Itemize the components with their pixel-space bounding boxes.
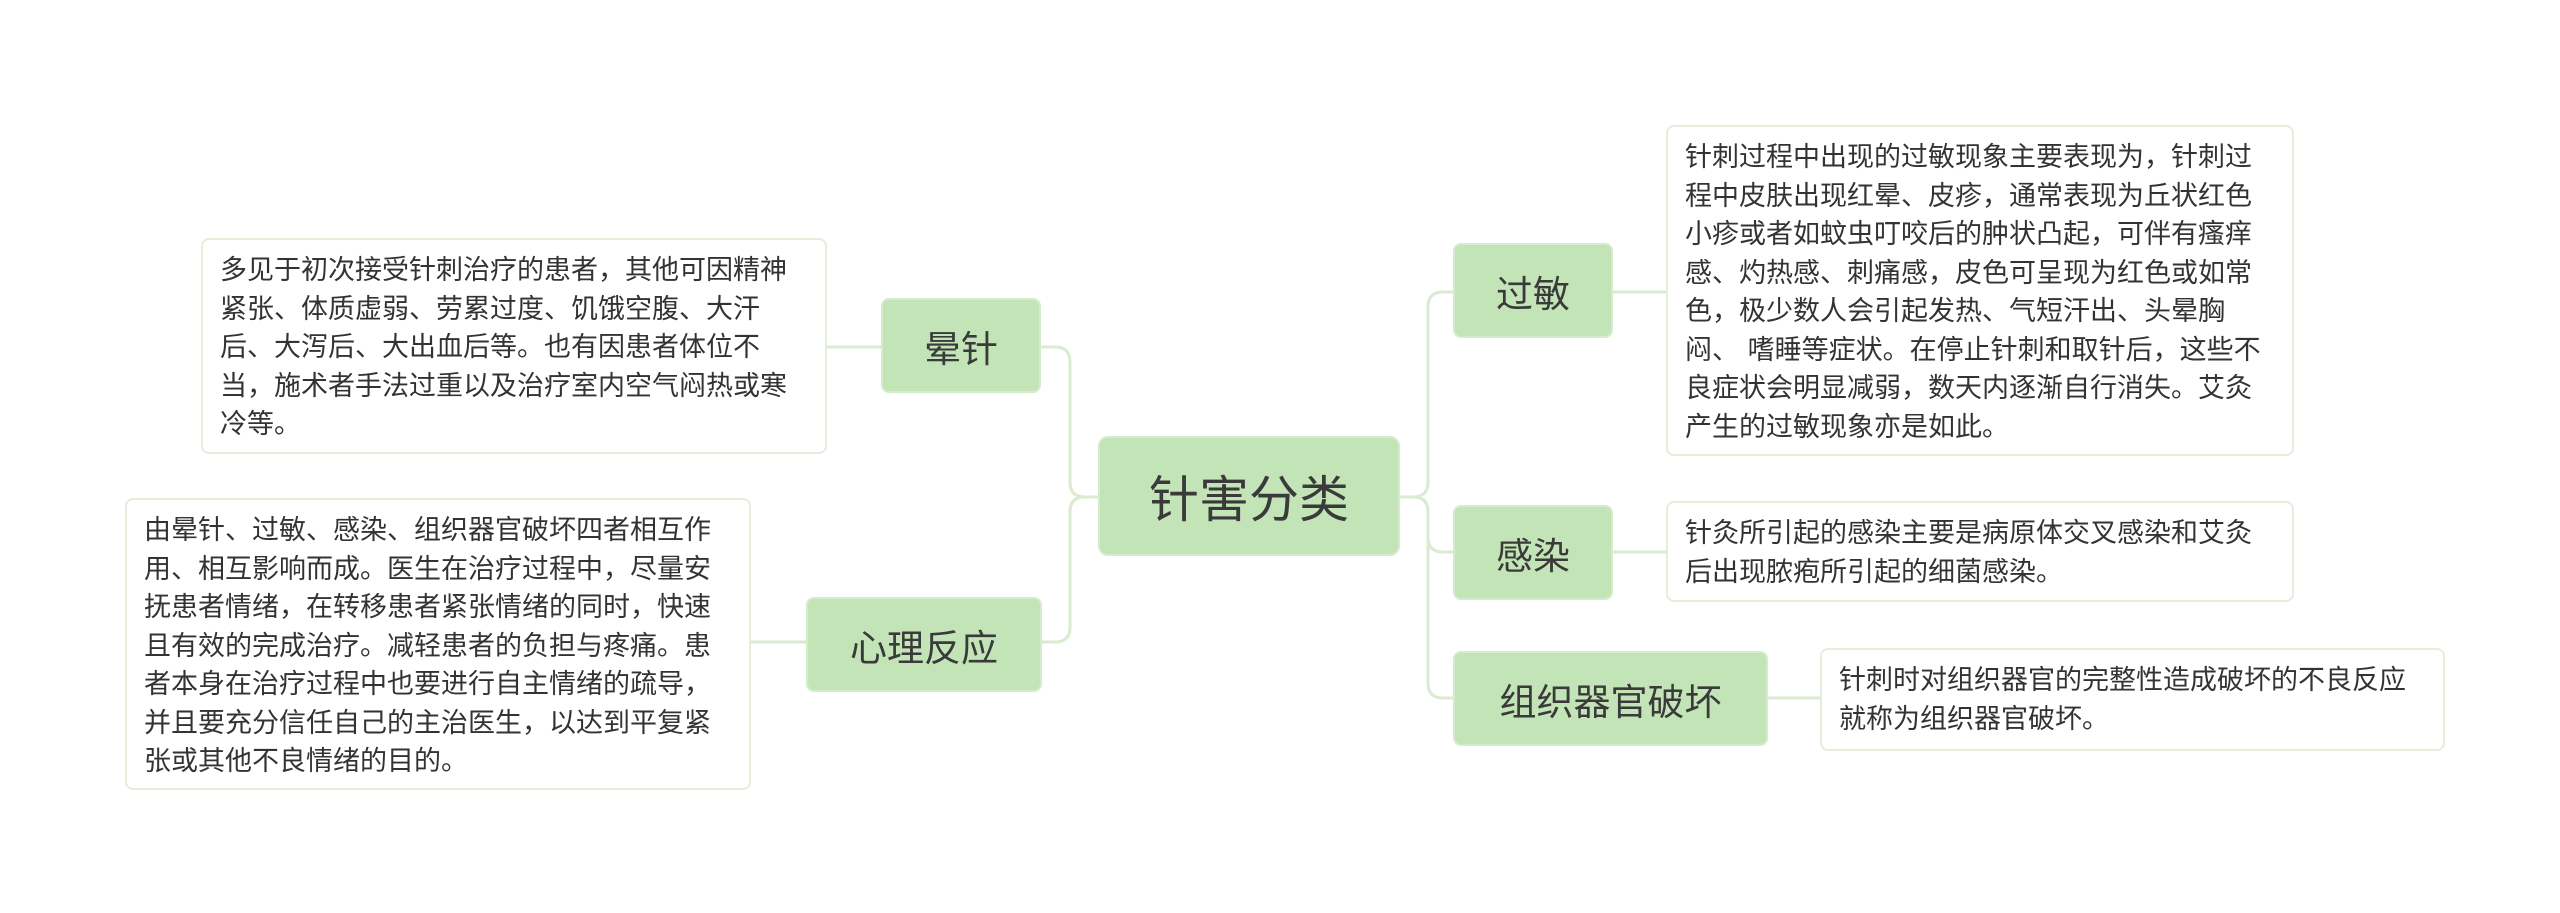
branch-ganran-label: 感染 bbox=[1496, 534, 1570, 578]
root-label: 针害分类 bbox=[1149, 471, 1349, 529]
branch-xinli[interactable]: 心理反应 bbox=[806, 597, 1042, 692]
note-zuzhi: 针刺时对组织器官的完整性造成破坏的不良反应就称为组织器官破坏。 bbox=[1820, 648, 2445, 751]
note-yunzhen-text: 多见于初次接受针刺治疗的患者，其他可因精神紧张、体质虚弱、劳累过度、饥饿空腹、大… bbox=[220, 255, 787, 440]
note-guomin-text: 针刺过程中出现的过敏现象主要表现为，针刺过程中皮肤出现红晕、皮疹，通常表现为丘状… bbox=[1685, 142, 2261, 443]
branch-guomin[interactable]: 过敏 bbox=[1453, 243, 1613, 338]
link-root-xinli bbox=[1040, 495, 1101, 644]
branch-zuzhi[interactable]: 组织器官破坏 bbox=[1453, 651, 1768, 746]
branch-yunzhen[interactable]: 晕针 bbox=[881, 298, 1041, 393]
note-guomin: 针刺过程中出现的过敏现象主要表现为，针刺过程中皮肤出现红晕、皮疹，通常表现为丘状… bbox=[1666, 125, 2294, 456]
note-ganran: 针灸所引起的感染主要是病原体交叉感染和艾灸后出现脓疱所引起的细菌感染。 bbox=[1666, 501, 2294, 602]
link-root-guomin bbox=[1397, 290, 1456, 499]
link-root-yunzhen bbox=[1040, 345, 1101, 499]
branch-yunzhen-label: 晕针 bbox=[924, 327, 998, 371]
note-yunzhen: 多见于初次接受针刺治疗的患者，其他可因精神紧张、体质虚弱、劳累过度、饥饿空腹、大… bbox=[201, 238, 827, 454]
note-ganran-text: 针灸所引起的感染主要是病原体交叉感染和艾灸后出现脓疱所引起的细菌感染。 bbox=[1685, 518, 2252, 588]
branch-zuzhi-label: 组织器官破坏 bbox=[1499, 680, 1722, 724]
branch-ganran[interactable]: 感染 bbox=[1453, 505, 1613, 600]
note-zuzhi-text: 针刺时对组织器官的完整性造成破坏的不良反应就称为组织器官破坏。 bbox=[1839, 665, 2406, 735]
note-xinli-text: 由晕针、过敏、感染、组织器官破坏四者相互作用、相互影响而成。医生在治疗过程中，尽… bbox=[144, 515, 711, 777]
link-root-zuzhi bbox=[1397, 495, 1456, 700]
note-xinli: 由晕针、过敏、感染、组织器官破坏四者相互作用、相互影响而成。医生在治疗过程中，尽… bbox=[125, 498, 751, 790]
root-node[interactable]: 针害分类 bbox=[1098, 436, 1400, 556]
branch-guomin-label: 过敏 bbox=[1496, 272, 1570, 316]
branch-xinli-label: 心理反应 bbox=[850, 626, 998, 670]
